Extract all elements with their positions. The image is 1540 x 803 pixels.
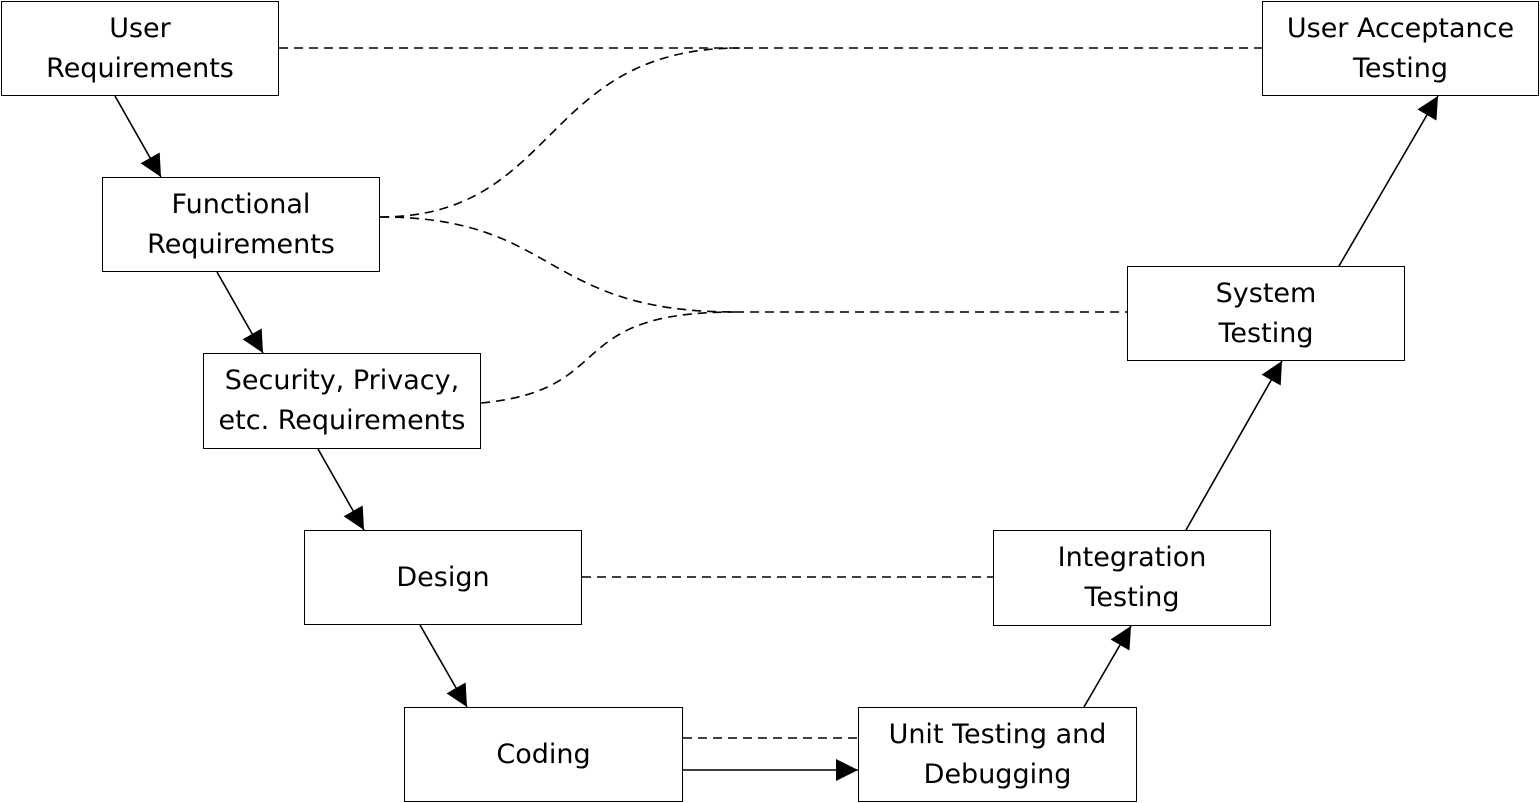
node-label-line: Unit Testing and <box>888 718 1107 750</box>
node-label-line: Coding <box>496 738 591 770</box>
node-unit-testing-debugging: Unit Testing and Debugging <box>858 707 1137 802</box>
node-design: Design <box>304 530 582 625</box>
trace-link-functional-requirements-to-system-testing <box>379 216 736 313</box>
arrow-user-requirements-to-functional <box>114 95 162 178</box>
node-coding: Coding <box>404 707 683 802</box>
node-label-line: System <box>1215 277 1317 309</box>
node-functional-requirements: Functional Requirements <box>102 177 380 272</box>
node-security-privacy-requirements: Security, Privacy, etc. Requirements <box>203 353 481 449</box>
node-label-line: Testing <box>1218 317 1314 349</box>
arrow-design-to-coding <box>419 624 468 708</box>
node-label-line: User <box>109 12 171 44</box>
node-label-line: Testing <box>1084 582 1180 613</box>
arrow-system-testing-to-acceptance <box>1338 95 1439 267</box>
node-label-line: Requirements <box>46 52 234 84</box>
node-label-line: Design <box>396 561 490 593</box>
trace-link-functional-requirements-to-acceptance <box>379 47 741 218</box>
node-label-line: Functional <box>171 188 311 220</box>
node-label-line: User Acceptance <box>1286 12 1515 44</box>
node-label-line: Requirements <box>147 228 335 260</box>
arrow-unit-testing-to-integration <box>1083 625 1132 708</box>
arrow-functional-to-security-requirements <box>216 271 264 354</box>
node-label-line: Integration <box>1057 542 1207 573</box>
node-user-requirements: User Requirements <box>1 1 279 96</box>
node-label-line: Testing <box>1353 52 1448 84</box>
node-label-line: Debugging <box>923 758 1072 790</box>
arrow-security-requirements-to-design <box>317 448 365 531</box>
node-label-line: etc. Requirements <box>218 405 466 436</box>
node-integration-testing: Integration Testing <box>993 530 1271 626</box>
trace-link-security-requirements-to-system-testing <box>480 311 736 404</box>
node-user-acceptance-testing: User Acceptance Testing <box>1262 1 1539 96</box>
node-label-line: Security, Privacy, <box>224 365 460 396</box>
node-system-testing: System Testing <box>1127 266 1405 361</box>
arrow-integration-to-system-testing <box>1185 360 1283 531</box>
